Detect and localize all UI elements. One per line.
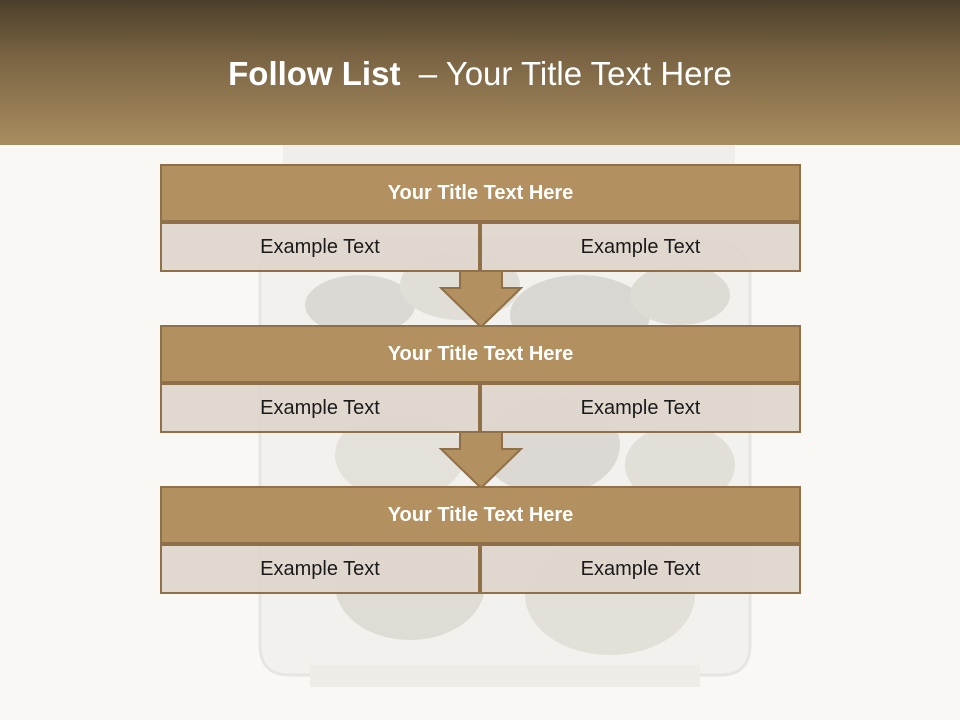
step-3-right-cell: Example Text [480,544,801,594]
page-title: Follow List – Your Title Text Here [0,52,960,96]
step-2-right-cell: Example Text [480,383,801,433]
page-title-bold: Follow List [228,55,401,92]
step-1-right-cell: Example Text [480,222,801,272]
step-1-title: Your Title Text Here [160,164,801,222]
page-title-rest: – Your Title Text Here [400,55,732,92]
down-arrow-icon [438,270,524,329]
header-banner: Follow List – Your Title Text Here [0,0,960,145]
step-3-title: Your Title Text Here [160,486,801,544]
step-2-title: Your Title Text Here [160,325,801,383]
step-3-left-cell: Example Text [160,544,480,594]
step-2-left-cell: Example Text [160,383,480,433]
step-1-left-cell: Example Text [160,222,480,272]
down-arrow-icon [438,431,524,490]
